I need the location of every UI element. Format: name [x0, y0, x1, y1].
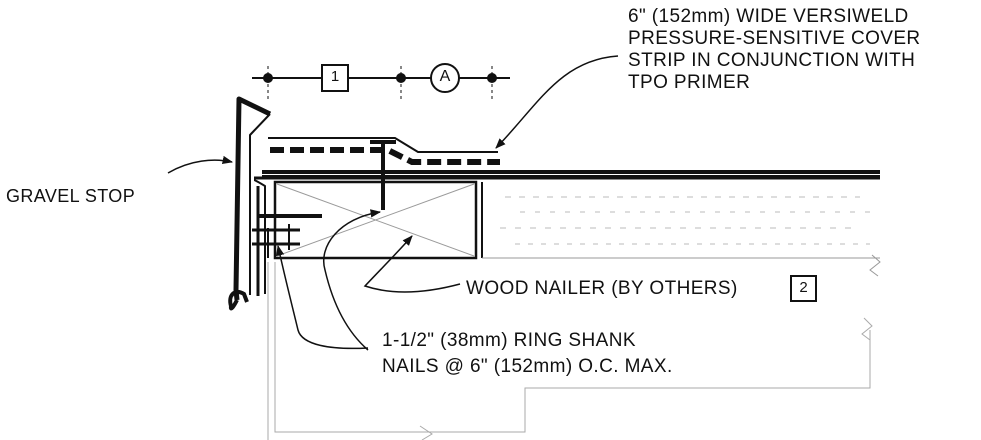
cover-strip-line-4: TPO PRIMER: [628, 72, 751, 93]
gravel-stop-profile: [228, 96, 880, 311]
roof-deck-outline: [267, 262, 873, 440]
dimension-string: [252, 66, 510, 100]
dimension-box-1-label: 1: [330, 68, 340, 85]
insulation-board: [481, 182, 881, 277]
cover-strip-line-3: STRIP IN CONJUNCTION WITH: [628, 50, 916, 71]
fastener-vertical: [370, 140, 396, 210]
dimension-circle-a: [430, 63, 460, 93]
nails-line-1: 1-1/2" (38mm) RING SHANK: [382, 330, 636, 351]
dimension-box-1: [321, 64, 349, 92]
cover-strip-callout: 6" (152mm) WIDE VERSIWELD PRESSURE-SENSI…: [628, 6, 921, 94]
leader-cover-strip: [495, 55, 619, 149]
leader-wood-nailer: [363, 235, 461, 293]
gravel-stop-label: GRAVEL STOP: [6, 186, 136, 206]
nails-callout: 1-1/2" (38mm) RING SHANK NAILS @ 6" (152…: [382, 330, 673, 378]
cover-strip-line-2: PRESSURE-SENSITIVE COVER: [628, 28, 921, 49]
wood-nailer-label: WOOD NAILER (BY OTHERS): [466, 278, 738, 299]
leader-nails-left: [275, 244, 369, 350]
dimension-circle-a-label: A: [439, 68, 451, 85]
membrane-layers: [262, 137, 880, 177]
leader-nails-right: [323, 209, 382, 351]
leader-gravel-stop: [167, 155, 234, 174]
cover-strip-line-1: 6" (152mm) WIDE VERSIWELD: [628, 6, 909, 27]
dimension-box-2-label: 2: [799, 279, 808, 296]
dimension-box-2: [790, 275, 817, 302]
nails-line-2: NAILS @ 6" (152mm) O.C. MAX.: [382, 356, 673, 377]
fastener-horizontal: [252, 214, 322, 258]
leader-lines: [167, 55, 619, 351]
wood-nailer: [273, 180, 478, 260]
